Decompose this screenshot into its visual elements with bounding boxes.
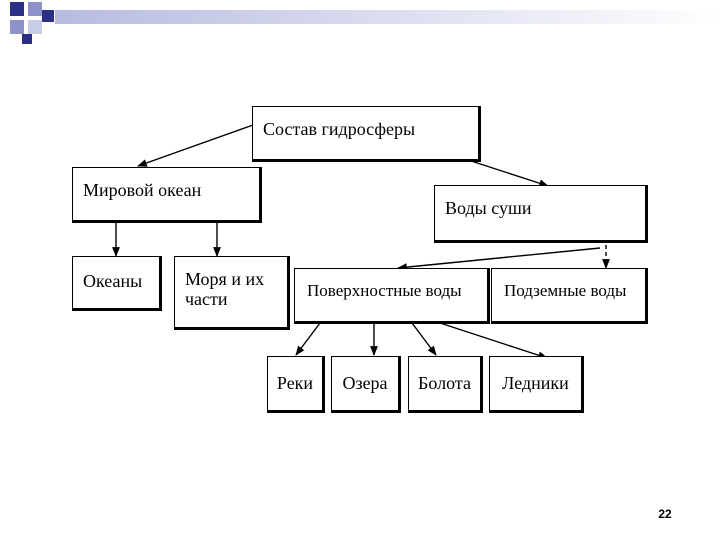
decor-square	[42, 10, 54, 22]
arrow-surface-to-glaciers	[439, 322, 548, 359]
decor-square	[22, 34, 32, 44]
node-world-ocean: Мировой океан	[72, 167, 262, 223]
arrow-land-to-surface	[397, 247, 601, 272]
arrow-surface-to-rivers	[295, 322, 321, 356]
decor-square	[28, 20, 42, 34]
node-surface-waters: Поверхностные воды	[294, 268, 490, 324]
node-seas-and-parts: Моря и их части	[174, 256, 290, 330]
node-glaciers: Ледники	[489, 356, 584, 413]
node-land-waters: Воды суши	[434, 185, 648, 243]
node-hydrosphere-composition: Состав гидросферы	[252, 106, 481, 162]
decor-square	[10, 20, 24, 34]
node-oceans: Океаны	[72, 256, 162, 311]
slide-header-decoration	[10, 2, 720, 44]
node-underground-waters: Подземные воды	[491, 268, 648, 324]
decor-square	[28, 2, 42, 16]
node-rivers: Реки	[267, 356, 325, 413]
arrow-root-to-ocean	[137, 124, 254, 167]
node-lakes: Озера	[331, 356, 401, 413]
header-gradient-bar	[55, 10, 720, 24]
page-number: 22	[658, 507, 672, 521]
decor-square	[10, 2, 24, 16]
node-swamps: Болота	[408, 356, 483, 413]
arrow-root-to-land	[467, 159, 549, 188]
arrow-surface-to-swamps	[411, 322, 437, 356]
